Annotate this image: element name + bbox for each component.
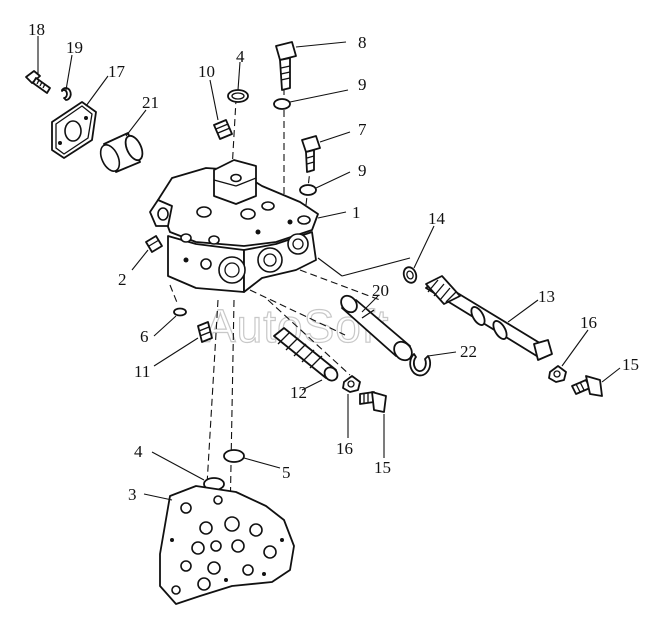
ring-14 xyxy=(402,266,418,284)
callout-4-upper: 4 xyxy=(236,47,245,66)
callout-14: 14 xyxy=(428,209,446,228)
callout-6: 6 xyxy=(140,327,149,346)
callout-10: 10 xyxy=(198,62,215,81)
spool-12 xyxy=(273,327,339,382)
callout-8: 8 xyxy=(358,33,367,52)
callout-16-right: 16 xyxy=(580,313,597,332)
plug-11 xyxy=(197,321,213,343)
nut-16-right xyxy=(548,365,567,383)
callout-16-lower: 16 xyxy=(336,439,353,458)
callout-1: 1 xyxy=(352,203,361,222)
callout-17: 17 xyxy=(108,62,126,81)
callout-labels: 18 19 17 21 10 4 8 9 7 9 1 14 2 20 13 6 … xyxy=(28,20,639,504)
callout-20: 20 xyxy=(372,281,389,300)
callout-9-lower: 9 xyxy=(358,161,367,180)
washer-9-upper xyxy=(273,98,291,110)
spool-13 xyxy=(425,275,553,361)
o-ring-6 xyxy=(173,307,187,317)
callout-15-lower: 15 xyxy=(374,458,391,477)
plug-10 xyxy=(213,119,233,140)
callout-12: 12 xyxy=(290,383,307,402)
callout-21: 21 xyxy=(142,93,159,112)
callout-18: 18 xyxy=(28,20,45,39)
bolt-7 xyxy=(301,135,321,173)
valve-body-1 xyxy=(149,159,319,293)
sleeve-21 xyxy=(99,132,144,173)
callout-22: 22 xyxy=(460,342,477,361)
flange-plate-17 xyxy=(51,101,97,159)
bolt-15-lower xyxy=(359,391,387,413)
separator-plate-3 xyxy=(159,485,295,605)
washer-9-lower xyxy=(299,184,317,196)
o-ring-5 xyxy=(223,449,245,463)
plug-2 xyxy=(145,235,163,253)
snap-ring-22 xyxy=(409,353,432,377)
washer-19 xyxy=(61,87,72,101)
callout-5: 5 xyxy=(282,463,291,482)
callout-13: 13 xyxy=(538,287,555,306)
callout-15-right: 15 xyxy=(622,355,639,374)
callout-11: 11 xyxy=(134,362,150,381)
callout-2: 2 xyxy=(118,270,127,289)
sleeve-20 xyxy=(340,294,413,362)
callout-19: 19 xyxy=(66,38,83,57)
bolt-8 xyxy=(275,41,297,91)
callout-4-lower: 4 xyxy=(134,442,143,461)
leader-lines xyxy=(37,36,621,501)
o-ring-4-upper xyxy=(227,89,249,103)
callout-9-upper: 9 xyxy=(358,75,367,94)
nut-16-lower xyxy=(342,375,361,393)
bolt-18 xyxy=(25,70,51,94)
callout-3: 3 xyxy=(128,485,137,504)
callout-7: 7 xyxy=(358,120,367,139)
bolt-15-right xyxy=(571,375,603,397)
